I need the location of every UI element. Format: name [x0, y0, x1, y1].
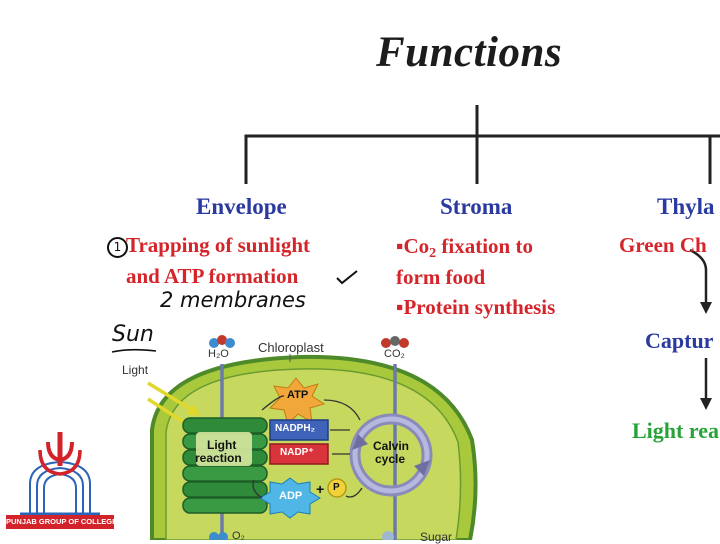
calvin-cycle-ring: [349, 413, 433, 497]
co2-molecule-c: [399, 338, 409, 348]
co2-molecule-a: [381, 338, 391, 348]
nadph2-box: [269, 419, 329, 441]
light-reaction-label-2: reaction: [195, 451, 242, 465]
sugar-label: Sugar: [420, 530, 453, 544]
stroma-heading: Stroma: [440, 194, 513, 219]
light-label: Light: [122, 363, 149, 377]
check-mark-icon: [336, 270, 358, 285]
stroma-line-1: ▪Co2 fixation to: [396, 231, 533, 261]
adp-burst: [259, 477, 321, 519]
phosphate-label: P: [333, 482, 340, 493]
number-one: 1: [113, 240, 122, 254]
light-reaction-label-1: Light: [207, 438, 237, 452]
chloroplast-label: Chloroplast: [258, 340, 324, 355]
adp-label: ADP: [279, 490, 303, 502]
stroma-line-2: form food: [396, 265, 486, 289]
stroma-co2-suffix: fixation to: [436, 234, 533, 258]
flow-arrow-6: [252, 479, 263, 499]
handwritten-note: 2 membranes: [160, 288, 306, 312]
plus-label: +: [316, 481, 325, 497]
nadph2-label: NADPH₂: [275, 423, 315, 434]
h2o-label: H₂O: [208, 348, 229, 360]
atp-star: [268, 377, 326, 425]
logo-banner: PUNJAB GROUP OF COLLEGES: [6, 515, 114, 529]
grana-stack: [182, 417, 268, 514]
h2o-molecule-a: [209, 338, 219, 348]
number-circle: 1: [107, 237, 128, 258]
calvin-label-2: cycle: [375, 452, 406, 466]
phosphate-circle: [327, 478, 347, 498]
flow-arrow-5: [345, 487, 363, 498]
sun-underline: [111, 348, 157, 353]
stroma-co2-prefix: ▪Co: [396, 234, 430, 258]
light-arrow-head-1: [186, 404, 200, 416]
atp-label: ATP: [287, 389, 309, 401]
thylakoid-line-2: Captur: [645, 328, 714, 353]
light-arrow-1: [147, 381, 193, 412]
h2o-molecule-b: [217, 335, 227, 345]
stroma-line-3: ▪Protein synthesis: [396, 295, 556, 319]
nadp-label: NADP⁺: [280, 447, 314, 458]
thylakoid-line-1: Green Ch: [619, 233, 707, 257]
flow-arrow-2: [323, 399, 361, 421]
flow-arrow-1: [261, 395, 285, 411]
nadp-box: [269, 443, 329, 465]
sugar-molecule: [382, 531, 394, 540]
light-arrow-2: [147, 397, 189, 427]
o2-molecule-a: [209, 532, 219, 540]
h2o-molecule-c: [225, 338, 235, 348]
co2-label: CO₂: [384, 348, 405, 360]
co2-molecule-b: [390, 336, 400, 346]
envelope-line-2: and ATP formation: [126, 264, 299, 288]
sun-note: Sun: [112, 322, 154, 347]
envelope-heading: Envelope: [196, 194, 287, 219]
envelope-line-1: Trapping of sunlight: [126, 233, 311, 257]
o2-molecule-b: [218, 532, 228, 540]
page-title: Functions: [376, 29, 563, 76]
thylakoid-line-3: Light rea: [632, 418, 719, 443]
o2-label: O₂: [232, 530, 245, 542]
stroma-co2-subscript: 2: [429, 246, 437, 261]
punjab-colleges-logo: [20, 432, 100, 516]
calvin-label-1: Calvin: [373, 439, 410, 453]
thylakoid-heading: Thyla: [657, 194, 715, 219]
